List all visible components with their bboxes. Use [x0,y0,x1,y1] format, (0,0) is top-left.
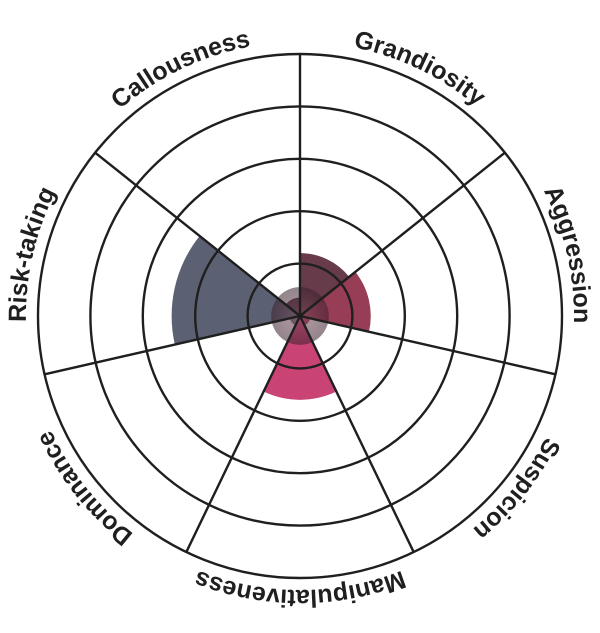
axis-label-aggression: Aggression [538,181,596,323]
axis-label-grandiosity: Grandiosity [352,26,491,112]
axis-spoke-7 [94,151,301,317]
axis-label-suspicion: Suspicion [468,434,565,546]
axis-spoke-6 [44,314,301,376]
axis-spoke-3 [299,314,556,376]
axis-spokes [44,54,556,553]
axis-label-risk-taking: Risk-taking [4,182,61,322]
axis-label-dominance: Dominance [31,427,138,551]
axis-label-manipulativeness: Manipulativeness [190,565,409,612]
axis-spoke-2 [299,151,506,317]
sector-manipulativeness [263,316,337,400]
axis-spoke-4 [298,315,415,553]
sector-risk-taking [171,235,300,345]
axis-spoke-5 [185,315,302,553]
axis-label-callousness: Callousness [106,25,252,114]
